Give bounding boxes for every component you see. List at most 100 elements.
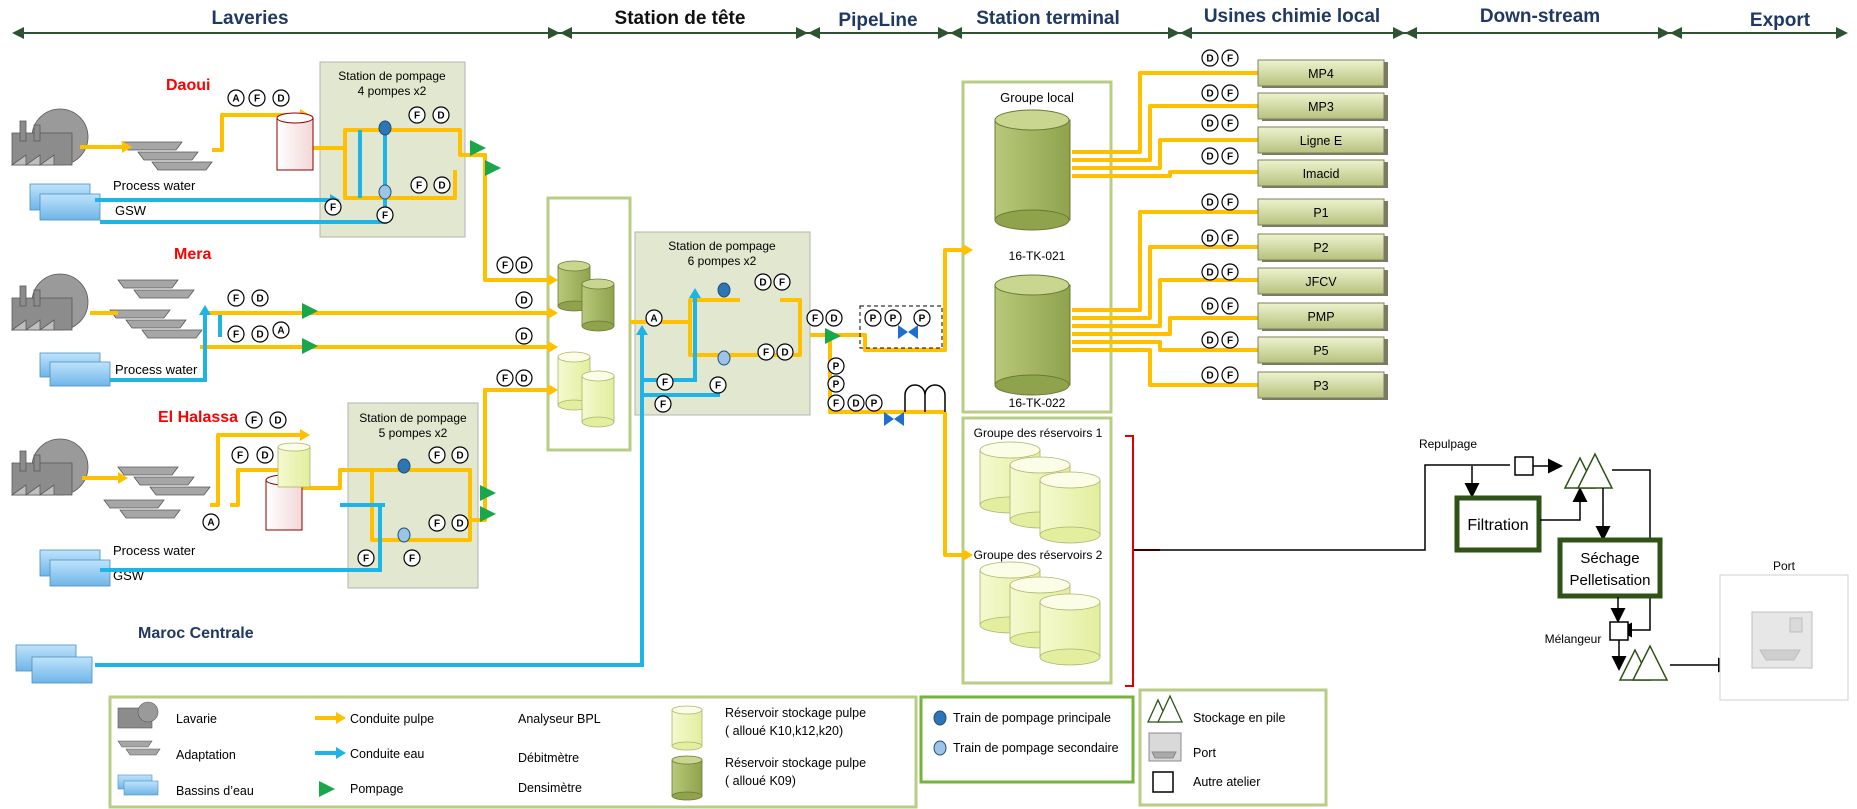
instrument-d-icon: D: [451, 446, 469, 464]
legend-debitmetre: Débitmètre: [518, 751, 579, 765]
instrument-f-icon: F: [403, 549, 421, 567]
water-basin-icon: [29, 183, 101, 221]
instrument-f-icon: F: [428, 514, 446, 532]
instrument-d-icon: D: [1201, 331, 1219, 349]
svg-text:F: F: [502, 261, 508, 272]
svg-text:D: D: [520, 296, 527, 307]
instrument-d-icon: D: [432, 106, 450, 124]
instrument-d-icon: D: [1201, 366, 1219, 384]
instrument-f-icon: F: [410, 176, 428, 194]
adaptation-icon: [121, 141, 213, 171]
instrument-d-icon: D: [1201, 147, 1219, 165]
svg-text:D: D: [1206, 268, 1213, 279]
svg-text:F: F: [1227, 119, 1233, 130]
legend-port: Port: [1193, 746, 1216, 760]
product-box: Ligne E: [1257, 126, 1388, 155]
gsw-label: GSW: [115, 203, 147, 218]
product-label: JFCV: [1305, 275, 1337, 289]
pumping-title: Station de pompage: [338, 69, 446, 83]
header-station-terminal: Station terminal: [976, 8, 1120, 29]
product-label: PMP: [1307, 310, 1334, 324]
laverie-icon: [10, 108, 89, 166]
instrument-f-icon: F: [245, 411, 263, 429]
instrument-f-icon: F: [376, 206, 394, 224]
stockpile-icon: [1563, 452, 1614, 489]
pumping-sub: 6 pompes x2: [688, 254, 757, 268]
laverie-tank-light: [277, 442, 311, 488]
instrument-d-icon: D: [272, 89, 290, 107]
instrument-f-icon: F: [428, 446, 446, 464]
legend-trains-box: [919, 695, 1135, 784]
instrument-a-icon: A: [645, 309, 663, 327]
site-maroc-centrale: Maroc Centrale: [138, 625, 254, 642]
melangeur-label: Mélangeur: [1545, 632, 1602, 646]
header-downstream: Down-stream: [1480, 6, 1600, 27]
legend-pompage: Pompage: [350, 782, 404, 796]
instrument-d-icon: D: [451, 514, 469, 532]
instrument-p-icon: P: [884, 309, 902, 327]
water-basin-icon: [39, 352, 111, 387]
port-label: Port: [1773, 559, 1796, 573]
instrument-f-icon: F: [227, 325, 245, 343]
instrument-a-icon: A: [272, 321, 290, 339]
process-water-label: Process water: [115, 362, 198, 377]
instrument-d-icon: D: [1201, 297, 1219, 315]
instrument-f-icon: F: [496, 256, 514, 274]
svg-text:F: F: [662, 378, 668, 389]
instrument-d-icon: D: [754, 273, 772, 291]
instrument-d-icon: D: [515, 256, 533, 274]
pipeline-station-box: [859, 305, 943, 349]
product-box: P3: [1257, 371, 1388, 400]
sechage-box: [1557, 537, 1663, 599]
pumping-title: Station de pompage: [668, 239, 776, 253]
instrument-d-icon: D: [269, 411, 287, 429]
instrument-f-icon: F: [496, 369, 514, 387]
product-label: Imacid: [1303, 167, 1340, 181]
svg-text:F: F: [502, 374, 508, 385]
svg-text:D: D: [781, 348, 788, 359]
svg-text:F: F: [1227, 198, 1233, 209]
svg-text:D: D: [520, 261, 527, 272]
instrument-f-icon: F: [324, 198, 342, 216]
product-label: P2: [1313, 241, 1328, 255]
instrument-f-icon: F: [408, 106, 426, 124]
instrument-f-icon: F: [1221, 49, 1239, 67]
svg-text:F: F: [1227, 234, 1233, 245]
product-label: Ligne E: [1300, 134, 1342, 148]
svg-text:F: F: [1227, 54, 1233, 65]
instrument-d-icon: D: [847, 394, 865, 412]
instrument-f-icon: F: [1221, 263, 1239, 281]
port-icon: [1751, 611, 1813, 669]
laverie-icon: [10, 273, 89, 331]
legend-conduite-eau: Conduite eau: [350, 747, 424, 761]
product-label: P1: [1313, 206, 1328, 220]
svg-text:F: F: [1227, 336, 1233, 347]
product-box: P5: [1257, 336, 1388, 365]
instrument-p-icon: P: [827, 357, 845, 375]
pumping-sub: 5 pompes x2: [379, 426, 448, 440]
instrument-d-icon: D: [1201, 193, 1219, 211]
product-box: MP3: [1257, 92, 1388, 121]
instrument-p-icon: P: [827, 375, 845, 393]
svg-text:F: F: [660, 400, 666, 411]
pumping-sub: 4 pompes x2: [358, 84, 427, 98]
instrument-f-icon: F: [1221, 84, 1239, 102]
svg-text:D: D: [437, 111, 444, 122]
instrument-d-icon: D: [1201, 263, 1219, 281]
legend-res-pulpe-1b: ( alloué K10,k12,k20): [725, 724, 843, 738]
svg-text:F: F: [763, 348, 769, 359]
svg-text:A: A: [207, 518, 214, 529]
instrument-f-icon: F: [1221, 331, 1239, 349]
legend-bassins: Bassins d’eau: [176, 784, 254, 798]
legend-stockage: Stockage en pile: [1193, 711, 1285, 725]
site-el-halassa: El Halassa: [158, 409, 238, 426]
sechage-label: Séchage: [1580, 550, 1639, 567]
svg-text:F: F: [1227, 302, 1233, 313]
product-box: P2: [1257, 233, 1388, 262]
downstream-section: Repulpage Filtration Séchage Pelletisati…: [1134, 437, 1849, 701]
svg-text:D: D: [261, 451, 268, 462]
legend-res-pulpe-1a: Réservoir stockage pulpe: [725, 706, 866, 720]
adaptation-icon: [109, 279, 203, 339]
legend-adaptation: Adaptation: [176, 748, 236, 762]
svg-text:D: D: [520, 332, 527, 343]
